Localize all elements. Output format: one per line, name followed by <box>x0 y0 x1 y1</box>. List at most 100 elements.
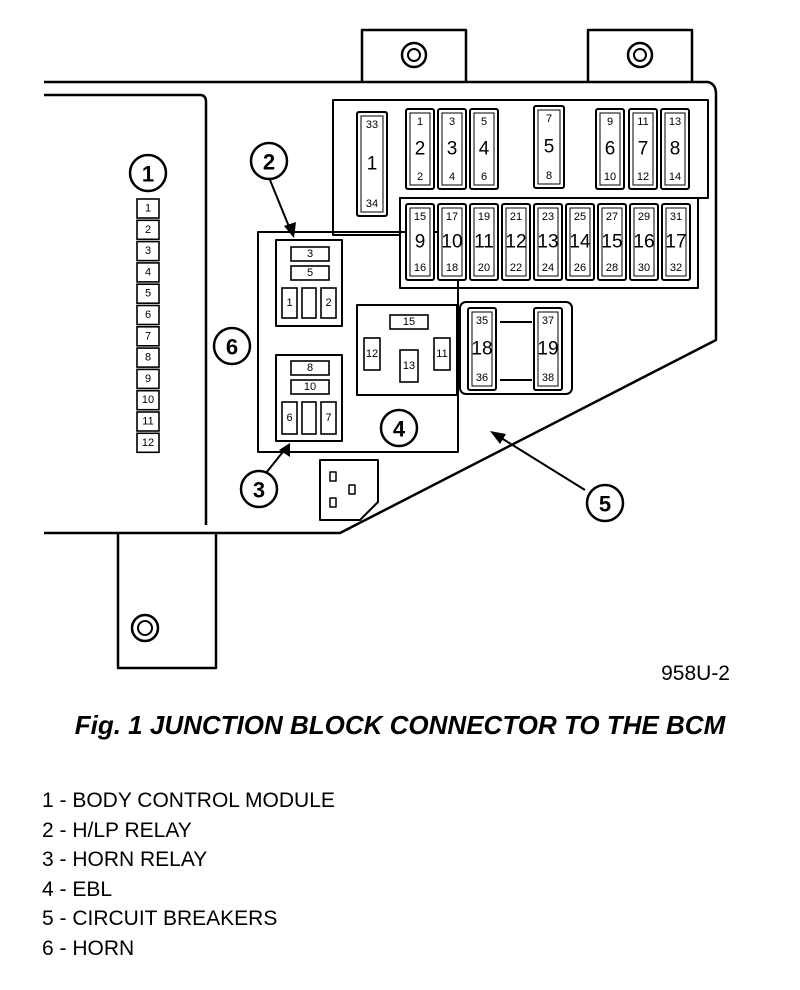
fuse-number: 18 <box>471 339 492 360</box>
fuse-body <box>437 108 467 190</box>
bcm-pin-cell <box>136 219 160 241</box>
horn-relay-housing <box>275 354 343 442</box>
bcm-pin-number: 10 <box>142 394 154 406</box>
fuse-pin-bottom: 26 <box>574 262 586 274</box>
fuse-number: 5 <box>544 137 555 158</box>
fuse-body <box>660 108 690 190</box>
fuse-number: 4 <box>479 139 490 160</box>
fuse-pin-bottom: 2 <box>417 171 423 183</box>
fuse-body <box>356 111 388 217</box>
fuse-body <box>565 203 595 281</box>
fuse-pin-bottom: 24 <box>542 262 554 274</box>
breaker-panel <box>459 301 573 395</box>
fuse-number: 16 <box>633 232 654 253</box>
callout-6: 6 <box>212 326 252 366</box>
ebl-relay-terminal-label: 15 <box>403 316 415 328</box>
legend-item: 4 - EBL <box>42 877 113 901</box>
fuse-pin-bottom: 8 <box>546 170 552 182</box>
legend-item: 1 - BODY CONTROL MODULE <box>42 789 335 812</box>
bolt-hole-top-right <box>626 41 654 69</box>
hlp-relay-terminal <box>281 287 298 319</box>
fuse-number: 15 <box>601 232 622 253</box>
callout-5: 5 <box>585 483 625 523</box>
bolt-hole-top-left-inner <box>407 48 421 62</box>
fuse-pin-bottom: 36 <box>476 372 488 384</box>
bcm-pin-number: 8 <box>145 352 151 364</box>
fuse-number: 11 <box>474 232 494 253</box>
ebl-relay-terminal <box>363 337 381 371</box>
fuse-pin-top: 37 <box>542 315 554 327</box>
bcm-pin-number: 12 <box>142 437 154 449</box>
fuse-inner <box>633 207 655 277</box>
hlp-relay-housing <box>275 239 343 327</box>
ebl-relay-terminal <box>433 337 451 371</box>
fuse-pin-top: 25 <box>574 211 586 223</box>
fuse-pin-top: 19 <box>478 211 490 223</box>
bcm-pin-cell <box>136 240 160 262</box>
fuse-pin-bottom: 34 <box>366 198 378 210</box>
bcm-pin-number: 7 <box>145 330 151 342</box>
ebl-relay-terminal-label: 12 <box>366 348 378 360</box>
fuse-pin-bottom: 18 <box>446 262 458 274</box>
legend-list: 1 - BODY CONTROL MODULE 2 - H/LP RELAY 3… <box>42 786 335 964</box>
fuse-inner <box>537 311 559 387</box>
fuse-number: 10 <box>441 232 462 253</box>
figure-caption: Fig. 1 JUNCTION BLOCK CONNECTOR TO THE B… <box>74 710 726 740</box>
ebl-relay-housing <box>356 304 458 396</box>
fuse-number: 12 <box>505 232 526 253</box>
fuse-pin-top: 15 <box>414 211 426 223</box>
fuse-pin-bottom: 32 <box>670 262 682 274</box>
fuse-number: 2 <box>415 139 426 160</box>
fuse-pin-top: 1 <box>417 116 423 128</box>
fuse-inner <box>665 207 687 277</box>
fuse-pin-bottom: 16 <box>414 262 426 274</box>
fuse-inner <box>409 207 431 277</box>
hlp-relay-blade <box>301 287 317 319</box>
fuse-3: 334 <box>437 108 467 190</box>
fuse-number: 19 <box>537 339 558 360</box>
fuse-pin-bottom: 6 <box>481 171 487 183</box>
horn-relay-terminal-label: 10 <box>304 381 316 393</box>
callout-number: 4 <box>393 417 406 442</box>
fuse-body <box>661 203 691 281</box>
fuse-number: 8 <box>670 139 681 160</box>
callout-circle <box>128 153 168 193</box>
horn-relay-terminal <box>290 360 330 376</box>
callout-number: 2 <box>263 150 275 175</box>
callout-2-arrowhead <box>284 222 296 238</box>
fuse-pin-bottom: 28 <box>606 262 618 274</box>
mounting-tab-bottom <box>116 525 218 670</box>
callout-1: 1 <box>128 153 168 193</box>
fuse-inner <box>569 207 591 277</box>
fuse-inner <box>409 112 431 186</box>
connector-pin-2 <box>348 484 356 495</box>
bcm-pin-number: 5 <box>145 288 151 300</box>
fuse-pin-top: 17 <box>446 211 458 223</box>
legend-item: 6 - HORN <box>42 936 135 960</box>
bolt-hole-top-left <box>400 41 428 69</box>
fuse-5: 758 <box>533 105 565 189</box>
ebl-relay-terminal-label: 11 <box>436 348 447 360</box>
bcm-pin-cell <box>136 325 160 347</box>
fuse-pin-top: 27 <box>606 211 618 223</box>
fuse-10: 17 10 18 <box>437 203 467 281</box>
fuse-inner <box>537 207 559 277</box>
fuse-pin-bottom: 4 <box>449 171 455 183</box>
fuse-panel-lower <box>399 197 699 289</box>
bcm-pin-cell <box>136 432 160 454</box>
fuse-number: 13 <box>537 232 558 253</box>
fuse-body <box>533 307 563 391</box>
ebl-relay-terminal <box>389 314 429 330</box>
fuse-inner <box>360 115 384 213</box>
fuse-inner <box>664 112 686 186</box>
fuse-pin-top: 21 <box>510 211 522 223</box>
